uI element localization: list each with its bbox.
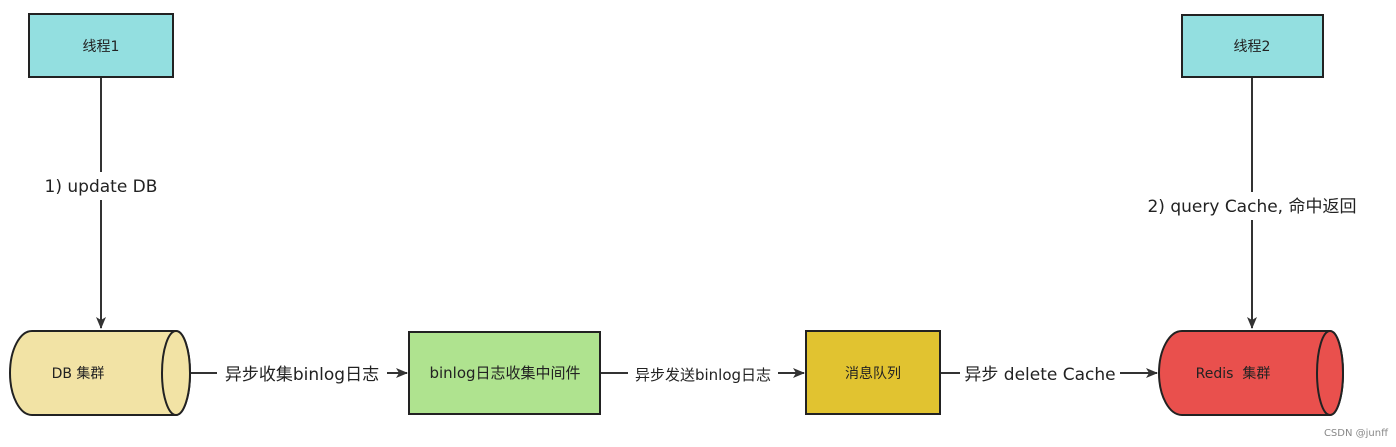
node-thread2: 线程2 (1181, 14, 1324, 78)
edge-send-binlog-label: 异步发送binlog日志 (635, 366, 771, 384)
edge-update-db-label: 1) update DB (45, 177, 158, 197)
node-binlog-middleware: binlog日志收集中间件 (408, 331, 601, 415)
edge-query-cache-label: 2) query Cache, 命中返回 (1147, 197, 1356, 217)
node-redis-cluster-cap (1316, 330, 1344, 416)
edge-update-db: 1) update DB (40, 77, 162, 329)
node-thread1-label: 线程1 (83, 39, 120, 55)
node-message-queue: 消息队列 (805, 330, 941, 415)
node-message-queue-box (805, 330, 941, 415)
node-db-cluster: DB 集群 (9, 330, 191, 416)
edge-update-db-label-bg (40, 172, 162, 200)
watermark: CSDN @junff (1324, 428, 1389, 439)
edge-delete-cache: 异步 delete Cache (940, 360, 1158, 386)
node-binlog-middleware-label: binlog日志收集中间件 (429, 364, 580, 382)
node-redis-cluster-label: Redis 集群 (1196, 365, 1271, 382)
node-thread2-label: 线程2 (1234, 39, 1271, 55)
edge-collect-binlog-label-bg (217, 360, 387, 386)
node-thread2-box (1181, 14, 1324, 78)
node-db-cluster-cap (161, 330, 191, 416)
edge-collect-binlog: 异步收集binlog日志 (191, 360, 408, 386)
node-db-cluster-label: DB 集群 (52, 365, 105, 382)
node-message-queue-label: 消息队列 (845, 365, 901, 382)
edge-query-cache-label-bg (1142, 192, 1362, 220)
edge-delete-cache-label: 异步 delete Cache (964, 365, 1115, 385)
edge-delete-cache-label-bg (960, 360, 1120, 386)
node-thread1-box (28, 13, 174, 78)
edge-collect-binlog-label: 异步收集binlog日志 (225, 365, 379, 385)
node-binlog-middleware-box (408, 331, 601, 415)
node-redis-cluster: Redis 集群 (1158, 330, 1344, 416)
edge-query-cache: 2) query Cache, 命中返回 (1142, 77, 1362, 329)
edge-send-binlog-label-bg (628, 361, 778, 385)
node-thread1: 线程1 (28, 13, 174, 78)
edge-send-binlog: 异步发送binlog日志 (600, 361, 805, 385)
